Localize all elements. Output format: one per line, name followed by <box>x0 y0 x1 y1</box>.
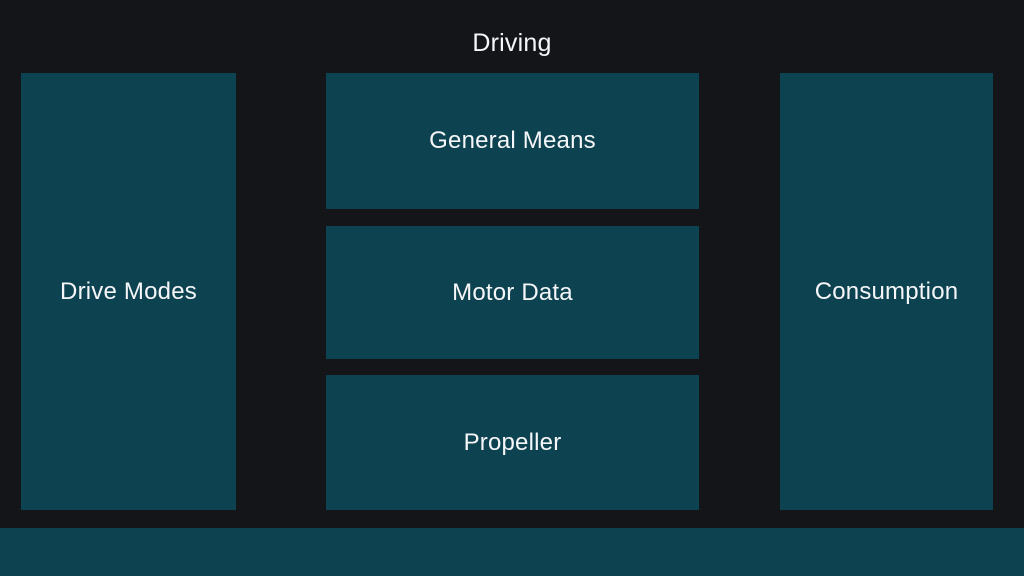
page-title: Driving <box>472 29 552 57</box>
drive-modes-button[interactable]: Drive Modes <box>21 73 236 510</box>
propeller-label: Propeller <box>463 428 562 456</box>
consumption-button[interactable]: Consumption <box>780 73 993 510</box>
general-means-button[interactable]: General Means <box>326 73 699 209</box>
general-means-label: General Means <box>429 127 596 154</box>
propeller-button[interactable]: Propeller <box>326 375 699 510</box>
bottom-bar <box>0 528 1024 576</box>
motor-data-button[interactable]: Motor Data <box>326 226 699 359</box>
drive-modes-label: Drive Modes <box>60 277 197 305</box>
consumption-label: Consumption <box>814 277 959 305</box>
motor-data-label: Motor Data <box>452 278 573 306</box>
